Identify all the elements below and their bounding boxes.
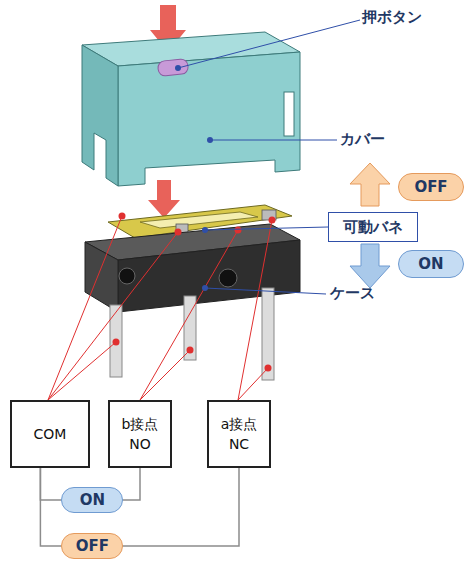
wire xyxy=(238,368,268,400)
leader-line xyxy=(210,140,337,141)
case-hole xyxy=(119,268,135,284)
terminal-box: COM xyxy=(10,400,90,468)
wire xyxy=(140,350,190,400)
node-text: ON xyxy=(418,255,443,273)
case-hole xyxy=(219,269,237,287)
part-name: ケース xyxy=(330,284,375,303)
wire xyxy=(48,232,178,400)
cover-window xyxy=(284,92,294,136)
part-label-box: 可動バネ xyxy=(328,212,418,242)
contact-dot xyxy=(187,347,194,354)
case-side xyxy=(85,242,118,312)
off-direction-arrow xyxy=(350,163,390,206)
state-pill: OFF xyxy=(61,533,123,559)
state-pill: ON xyxy=(61,487,123,513)
terminal-pin xyxy=(110,305,122,377)
terminal-box: a接点NC xyxy=(207,400,271,468)
node-text: NC xyxy=(229,434,249,454)
terminal-pin xyxy=(262,288,274,380)
leader-line xyxy=(205,288,326,294)
node-text: a接点 xyxy=(221,414,258,434)
spring-cutout xyxy=(140,212,258,228)
contact-dot xyxy=(235,227,242,234)
state-pill: ON xyxy=(398,250,464,278)
leader-line xyxy=(178,20,360,68)
wire xyxy=(48,216,122,400)
wire xyxy=(238,220,272,400)
terminal-box: b接点NO xyxy=(108,400,172,468)
node-text: NO xyxy=(129,434,151,454)
wire xyxy=(140,230,238,400)
node-text: b接点 xyxy=(122,414,159,434)
contact-dot xyxy=(269,217,276,224)
contact-dot xyxy=(175,229,182,236)
wire xyxy=(48,342,116,400)
part-name: 押ボタン xyxy=(362,8,422,27)
leader-dot xyxy=(175,65,181,71)
contact-dot xyxy=(265,365,272,372)
push-arrow xyxy=(148,180,180,218)
node-text: 可動バネ xyxy=(343,218,403,237)
part-name: カバー xyxy=(340,130,385,149)
cover-part xyxy=(82,32,300,186)
cover-side xyxy=(82,45,118,186)
cover-front xyxy=(118,52,300,186)
leader-dots xyxy=(175,65,213,291)
terminal-wires xyxy=(48,216,272,400)
leader-dot xyxy=(202,227,208,233)
state-pill: OFF xyxy=(398,173,464,201)
node-text: COM xyxy=(34,424,67,444)
leader-dot xyxy=(207,137,213,143)
leader-line xyxy=(205,227,328,230)
leader-lines xyxy=(178,20,360,294)
contact-dots xyxy=(113,213,276,372)
leader-dot xyxy=(202,285,208,291)
push-button xyxy=(157,58,188,76)
contact-dot xyxy=(119,213,126,220)
node-text: OFF xyxy=(414,178,447,196)
contact-dot xyxy=(113,339,120,346)
on-direction-arrow xyxy=(350,244,390,288)
